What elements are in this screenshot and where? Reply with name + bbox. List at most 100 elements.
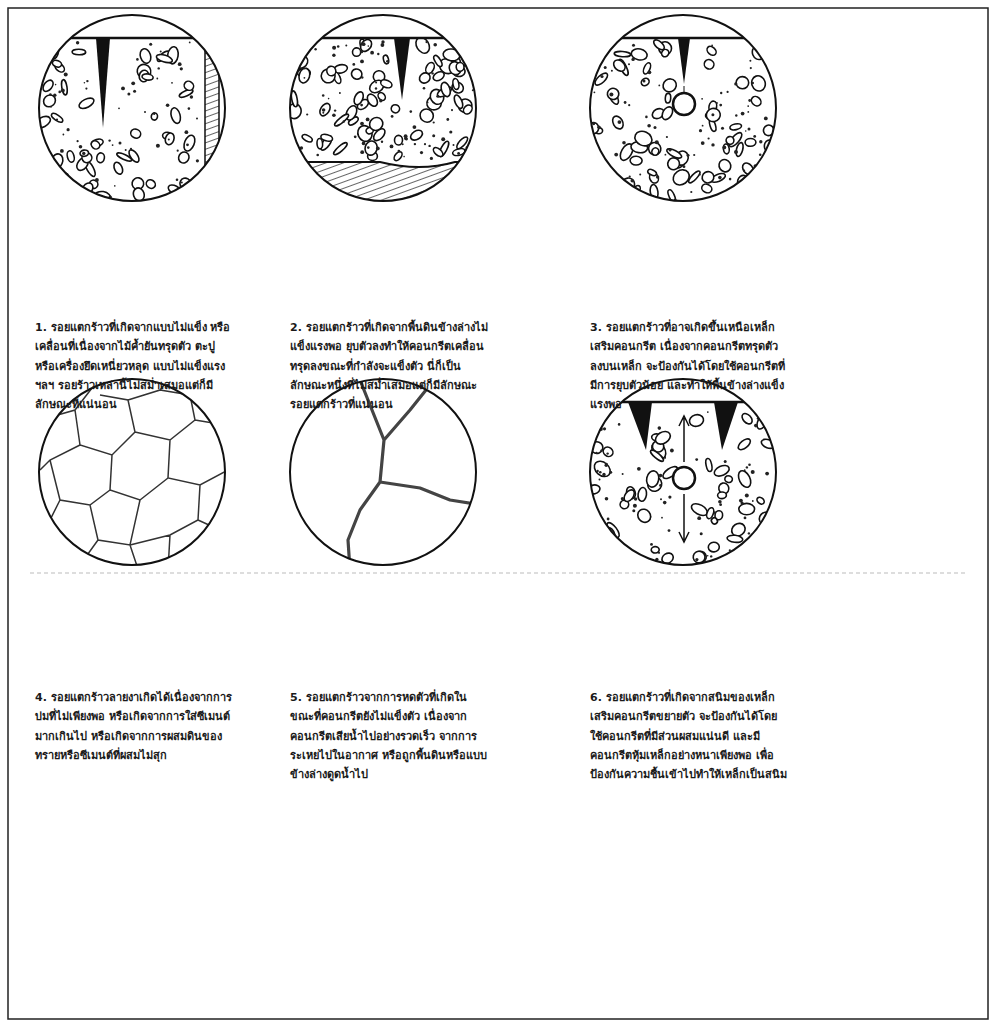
aggregate-stone [352, 90, 365, 106]
sand-grain [168, 139, 170, 141]
sand-grain [632, 44, 635, 47]
aggregate-stone [700, 183, 713, 195]
sand-grain [121, 87, 125, 91]
sand-grain [762, 543, 764, 545]
sand-grain [85, 88, 87, 90]
aggregate-stone [660, 76, 678, 94]
aggregate-stone [138, 47, 152, 64]
sand-grain [771, 182, 774, 185]
sand-grain [735, 114, 737, 116]
sand-grain [670, 449, 674, 453]
sand-grain [743, 170, 745, 172]
sand-grain [360, 150, 364, 154]
sand-grain [449, 130, 452, 133]
sand-grain [711, 45, 713, 47]
sand-grain [643, 80, 646, 83]
sand-grain [749, 60, 751, 62]
sand-grain [368, 45, 370, 47]
sand-grain [156, 78, 158, 80]
sand-grain [352, 63, 355, 66]
sand-grain [746, 545, 748, 547]
aggregate-stone [750, 95, 763, 108]
aggregate-stone [651, 147, 660, 157]
sand-grain [453, 144, 455, 146]
detail-circles [39, 15, 776, 565]
sand-grain [721, 127, 724, 130]
subgrade [280, 162, 490, 210]
sand-grain [607, 518, 610, 521]
sand-grain [658, 85, 660, 87]
crack-wedge [394, 38, 410, 100]
aggregate-layer [33, 41, 199, 207]
sand-grain [390, 145, 394, 149]
sand-grain [295, 58, 298, 61]
sand-grain [327, 146, 329, 148]
sand-grain [734, 82, 737, 85]
aggregate-stone [630, 156, 642, 165]
sand-grain [596, 53, 598, 55]
aggregate-stone [630, 47, 648, 61]
sand-grain [605, 497, 609, 501]
sand-grain [55, 84, 57, 86]
aggregate-stone [350, 67, 364, 81]
sand-grain [614, 153, 618, 157]
sand-grain [153, 113, 155, 115]
sand-grain [753, 135, 756, 138]
sand-grain [748, 532, 750, 534]
aggregate-stone [705, 458, 713, 472]
aggregate-stone [645, 470, 660, 489]
aggregate-stone [352, 48, 361, 57]
aggregate-stone [723, 144, 730, 155]
sand-grain [622, 141, 626, 145]
sand-grain [739, 184, 742, 187]
aggregate-stone [393, 150, 404, 162]
aggregate-stone [593, 183, 614, 202]
concrete-surface [280, 37, 490, 40]
sand-grain [605, 464, 608, 467]
aggregate-stone [367, 115, 385, 133]
aggregate-stone [390, 104, 401, 114]
sand-grain [304, 77, 306, 79]
aggregate-stone [633, 129, 655, 149]
aggregate-stone [665, 93, 671, 103]
sand-grain [695, 458, 698, 461]
aggregate-stone [112, 161, 124, 176]
sand-grain [701, 141, 705, 145]
aggregate-stone [652, 38, 666, 51]
sand-grain [414, 143, 416, 145]
sand-grain [112, 144, 114, 146]
sand-grain [343, 120, 345, 122]
sand-grain [699, 129, 702, 132]
aggregate-stone [383, 55, 390, 65]
figure-caption: 4. รอยแตกร้าวลายงาเกิดได้เนื่องจากการบ่ม… [35, 688, 233, 765]
aggregate-stone [616, 541, 626, 552]
sand-grain [469, 145, 473, 149]
sand-grain [428, 145, 430, 147]
sand-grain [190, 95, 193, 98]
sand-grain [764, 117, 768, 121]
aggregate-stone [651, 546, 660, 553]
aggregate-stone [326, 65, 337, 77]
sand-grain [158, 67, 160, 69]
sand-grain [701, 98, 703, 100]
aggregate-layer [286, 35, 474, 162]
sand-grain [95, 178, 99, 182]
sand-grain [455, 74, 458, 77]
sand-grain [631, 179, 635, 183]
aggregate-stone [365, 92, 379, 108]
sand-grain [446, 118, 449, 121]
rebar [673, 467, 695, 489]
sand-grain [734, 150, 738, 154]
aggregate-stone [756, 496, 766, 506]
sand-grain [618, 120, 622, 124]
figure-caption: 6. รอยแตกร้าวที่เกิดจากสนิมของเหล็กเสริม… [590, 688, 788, 784]
aggregate-stone [77, 96, 95, 111]
sand-grain [624, 101, 627, 104]
sand-grain [322, 108, 326, 112]
aggregate-stone [717, 492, 726, 499]
sand-grain [592, 122, 595, 125]
form-crack-figure [30, 10, 245, 210]
sand-grain [425, 41, 427, 43]
sand-grain [718, 500, 722, 504]
